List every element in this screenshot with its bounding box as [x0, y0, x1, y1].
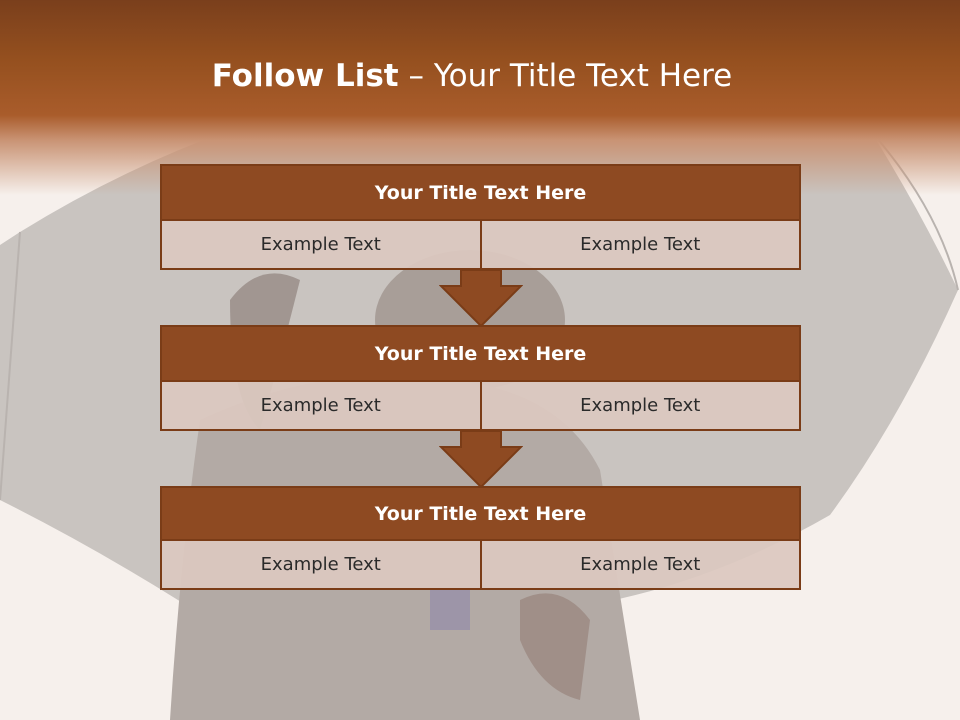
block-cell-right: Example Text	[480, 382, 801, 431]
block-row: Example Text Example Text	[160, 221, 801, 270]
down-arrow-icon	[439, 270, 523, 328]
down-arrow-icon	[439, 431, 523, 489]
block-row: Example Text Example Text	[160, 382, 801, 431]
slide-title-bold: Follow List	[211, 58, 399, 94]
block-cell-right: Example Text	[480, 541, 801, 590]
block-row: Example Text Example Text	[160, 541, 801, 590]
block-title: Your Title Text Here	[160, 325, 801, 382]
slide-title: Follow List – Your Title Text Here	[0, 56, 944, 96]
slide-title-rest: – Your Title Text Here	[398, 58, 733, 94]
list-block-2: Your Title Text Here Example Text Exampl…	[160, 325, 801, 431]
block-cell-right: Example Text	[480, 221, 801, 270]
list-block-3: Your Title Text Here Example Text Exampl…	[160, 486, 801, 590]
block-cell-left: Example Text	[160, 541, 481, 590]
list-block-1: Your Title Text Here Example Text Exampl…	[160, 164, 801, 270]
block-cell-left: Example Text	[160, 382, 481, 431]
block-cell-left: Example Text	[160, 221, 481, 270]
block-title: Your Title Text Here	[160, 486, 801, 541]
block-title: Your Title Text Here	[160, 164, 801, 221]
